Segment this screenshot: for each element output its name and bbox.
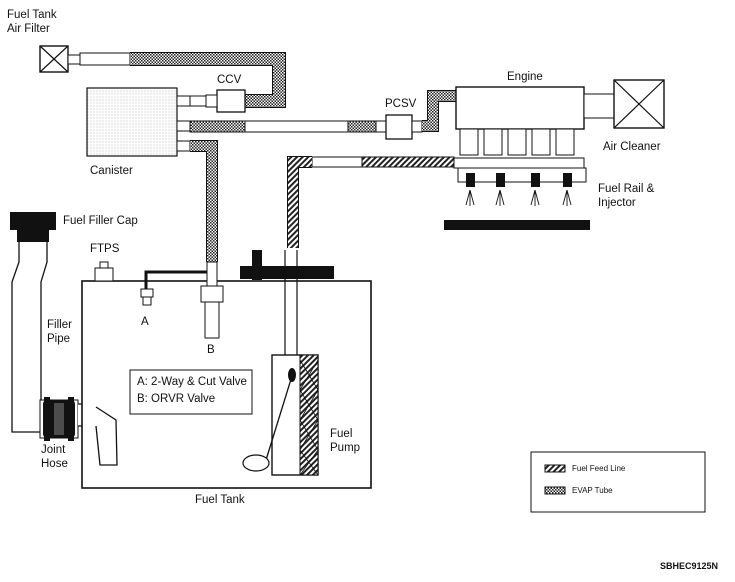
ccv-hose: [189, 95, 207, 107]
valve-a: [140, 288, 154, 306]
fuel-tank-air-filter: [39, 45, 131, 73]
label-fuel-pump: Fuel Pump: [330, 428, 361, 454]
pump-flange: [240, 266, 334, 279]
joint-hose: [39, 397, 79, 441]
pcsv-valve: [375, 114, 423, 140]
valve-key-a: A: 2-Way & Cut Valve: [137, 376, 247, 388]
engine: [455, 86, 615, 156]
label-fuel-filler-cap: Fuel Filler Cap: [63, 215, 138, 227]
ftps-sensor: [94, 261, 114, 282]
figure-code: SBHEC9125N: [660, 561, 719, 571]
legend-evap-tube: EVAP Tube: [572, 486, 613, 495]
legend-swatch-evap: [544, 486, 566, 495]
legend: [530, 451, 706, 513]
legend-feed-line: Fuel Feed Line: [572, 464, 626, 473]
label-air-cleaner: Air Cleaner: [603, 141, 661, 153]
label-joint-hose: Joint Hose: [41, 444, 68, 470]
label-ftps: FTPS: [90, 243, 120, 255]
label-pcsv: PCSV: [385, 98, 417, 110]
valve-b: [200, 261, 224, 339]
legend-swatch-feed: [544, 464, 566, 473]
label-fuel-rail-injector: Fuel Rail & Injector: [598, 183, 655, 209]
label-fuel-tank-air-filter: Fuel Tank Air Filter: [7, 9, 57, 35]
label-fuel-tank: Fuel Tank: [195, 494, 245, 506]
label-engine: Engine: [507, 71, 543, 83]
fuel-rail-injector: [444, 157, 590, 230]
evap-tube-purge: [189, 120, 246, 133]
label-ccv: CCV: [217, 74, 242, 86]
label-filler-pipe: Filler Pipe: [47, 319, 72, 345]
label-valve-b: B: [207, 344, 215, 356]
valve-key-box: [129, 369, 253, 415]
valve-key-b: B: ORVR Valve: [137, 393, 216, 405]
air-cleaner: [613, 79, 665, 129]
fuel-filler-cap: [10, 212, 56, 242]
fuel-feed-line: [361, 156, 455, 168]
canister: [86, 87, 191, 157]
filler-pipe: [11, 242, 48, 433]
purge-hose: [244, 120, 349, 133]
fuel-pump: [242, 250, 319, 476]
ccv-valve: [205, 89, 246, 113]
label-canister: Canister: [90, 165, 133, 177]
label-valve-a: A: [141, 316, 149, 328]
